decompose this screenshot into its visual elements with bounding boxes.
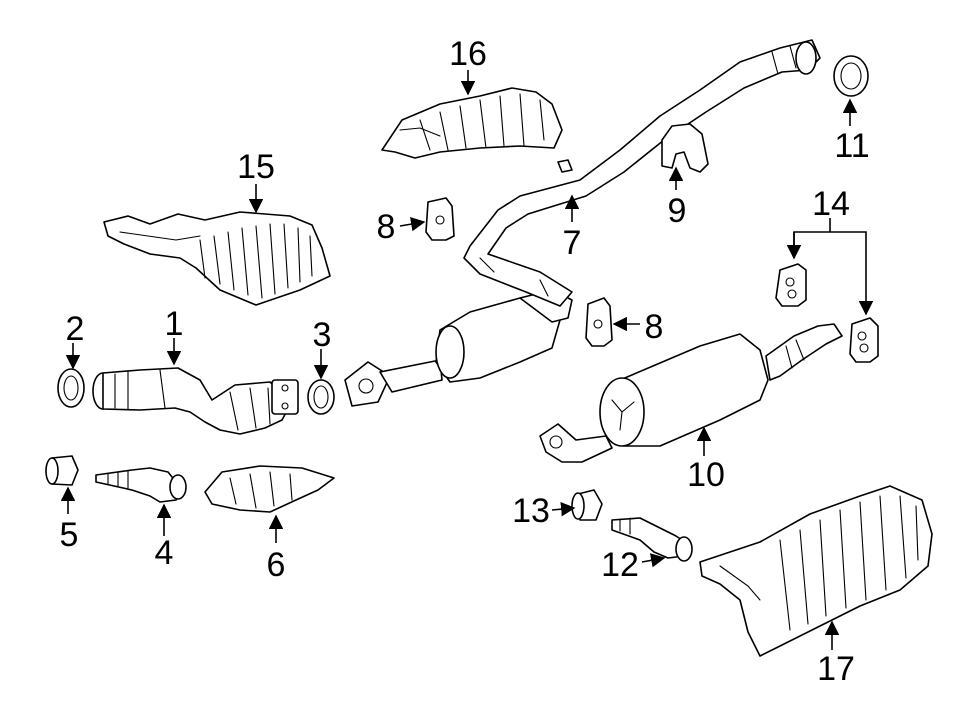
callout-12: 12: [601, 546, 639, 584]
leader-12: [641, 553, 666, 568]
part-9-hanger: [661, 123, 709, 173]
part-1-front-pipe-converter: [92, 367, 299, 435]
callout-3: 3: [313, 316, 332, 354]
part-8-hanger-lower: [585, 297, 613, 347]
part-6-heat-shield: [204, 465, 335, 513]
callout-labels: 1 2 3 4 5 6 7 8 8 9 10 11 12 13 14 15 16…: [60, 35, 870, 688]
part-5-insulator: [45, 455, 79, 486]
part-7-middle-pipe: [344, 39, 821, 407]
part-14-hanger-b: [849, 317, 879, 363]
callout-15: 15: [237, 148, 275, 186]
part-15-heat-shield: [103, 211, 331, 306]
part-17-heat-shield: [699, 485, 933, 657]
callout-7: 7: [563, 224, 582, 262]
callout-9: 9: [668, 192, 687, 230]
part-16-heat-shield: [381, 87, 563, 159]
part-2-gasket: [57, 368, 85, 408]
callout-8-upper: 8: [377, 208, 396, 246]
callout-leaders: [60, 70, 874, 650]
part-12-bolt: [611, 517, 693, 562]
callout-16: 16: [449, 35, 487, 73]
callout-17: 17: [817, 650, 855, 688]
callout-6: 6: [267, 546, 286, 584]
callout-1: 1: [165, 305, 184, 343]
part-4-bolt: [95, 467, 187, 503]
part-11-gasket: [833, 55, 869, 97]
part-8-hanger-upper: [425, 197, 455, 241]
leader-13: [551, 502, 576, 517]
callout-5: 5: [60, 516, 79, 554]
callout-14: 14: [812, 185, 850, 223]
part-14-hanger-a: [775, 263, 807, 307]
callout-8-lower: 8: [645, 308, 664, 346]
part-13-insulator: [571, 489, 603, 521]
part-3-gasket: [307, 379, 335, 415]
callout-4: 4: [155, 534, 174, 572]
callout-2: 2: [66, 310, 85, 348]
leader-8a: [399, 217, 426, 232]
callout-10: 10: [687, 456, 725, 494]
part-10-muffler: [539, 323, 843, 463]
callout-13: 13: [512, 492, 550, 530]
callout-11: 11: [834, 127, 869, 165]
